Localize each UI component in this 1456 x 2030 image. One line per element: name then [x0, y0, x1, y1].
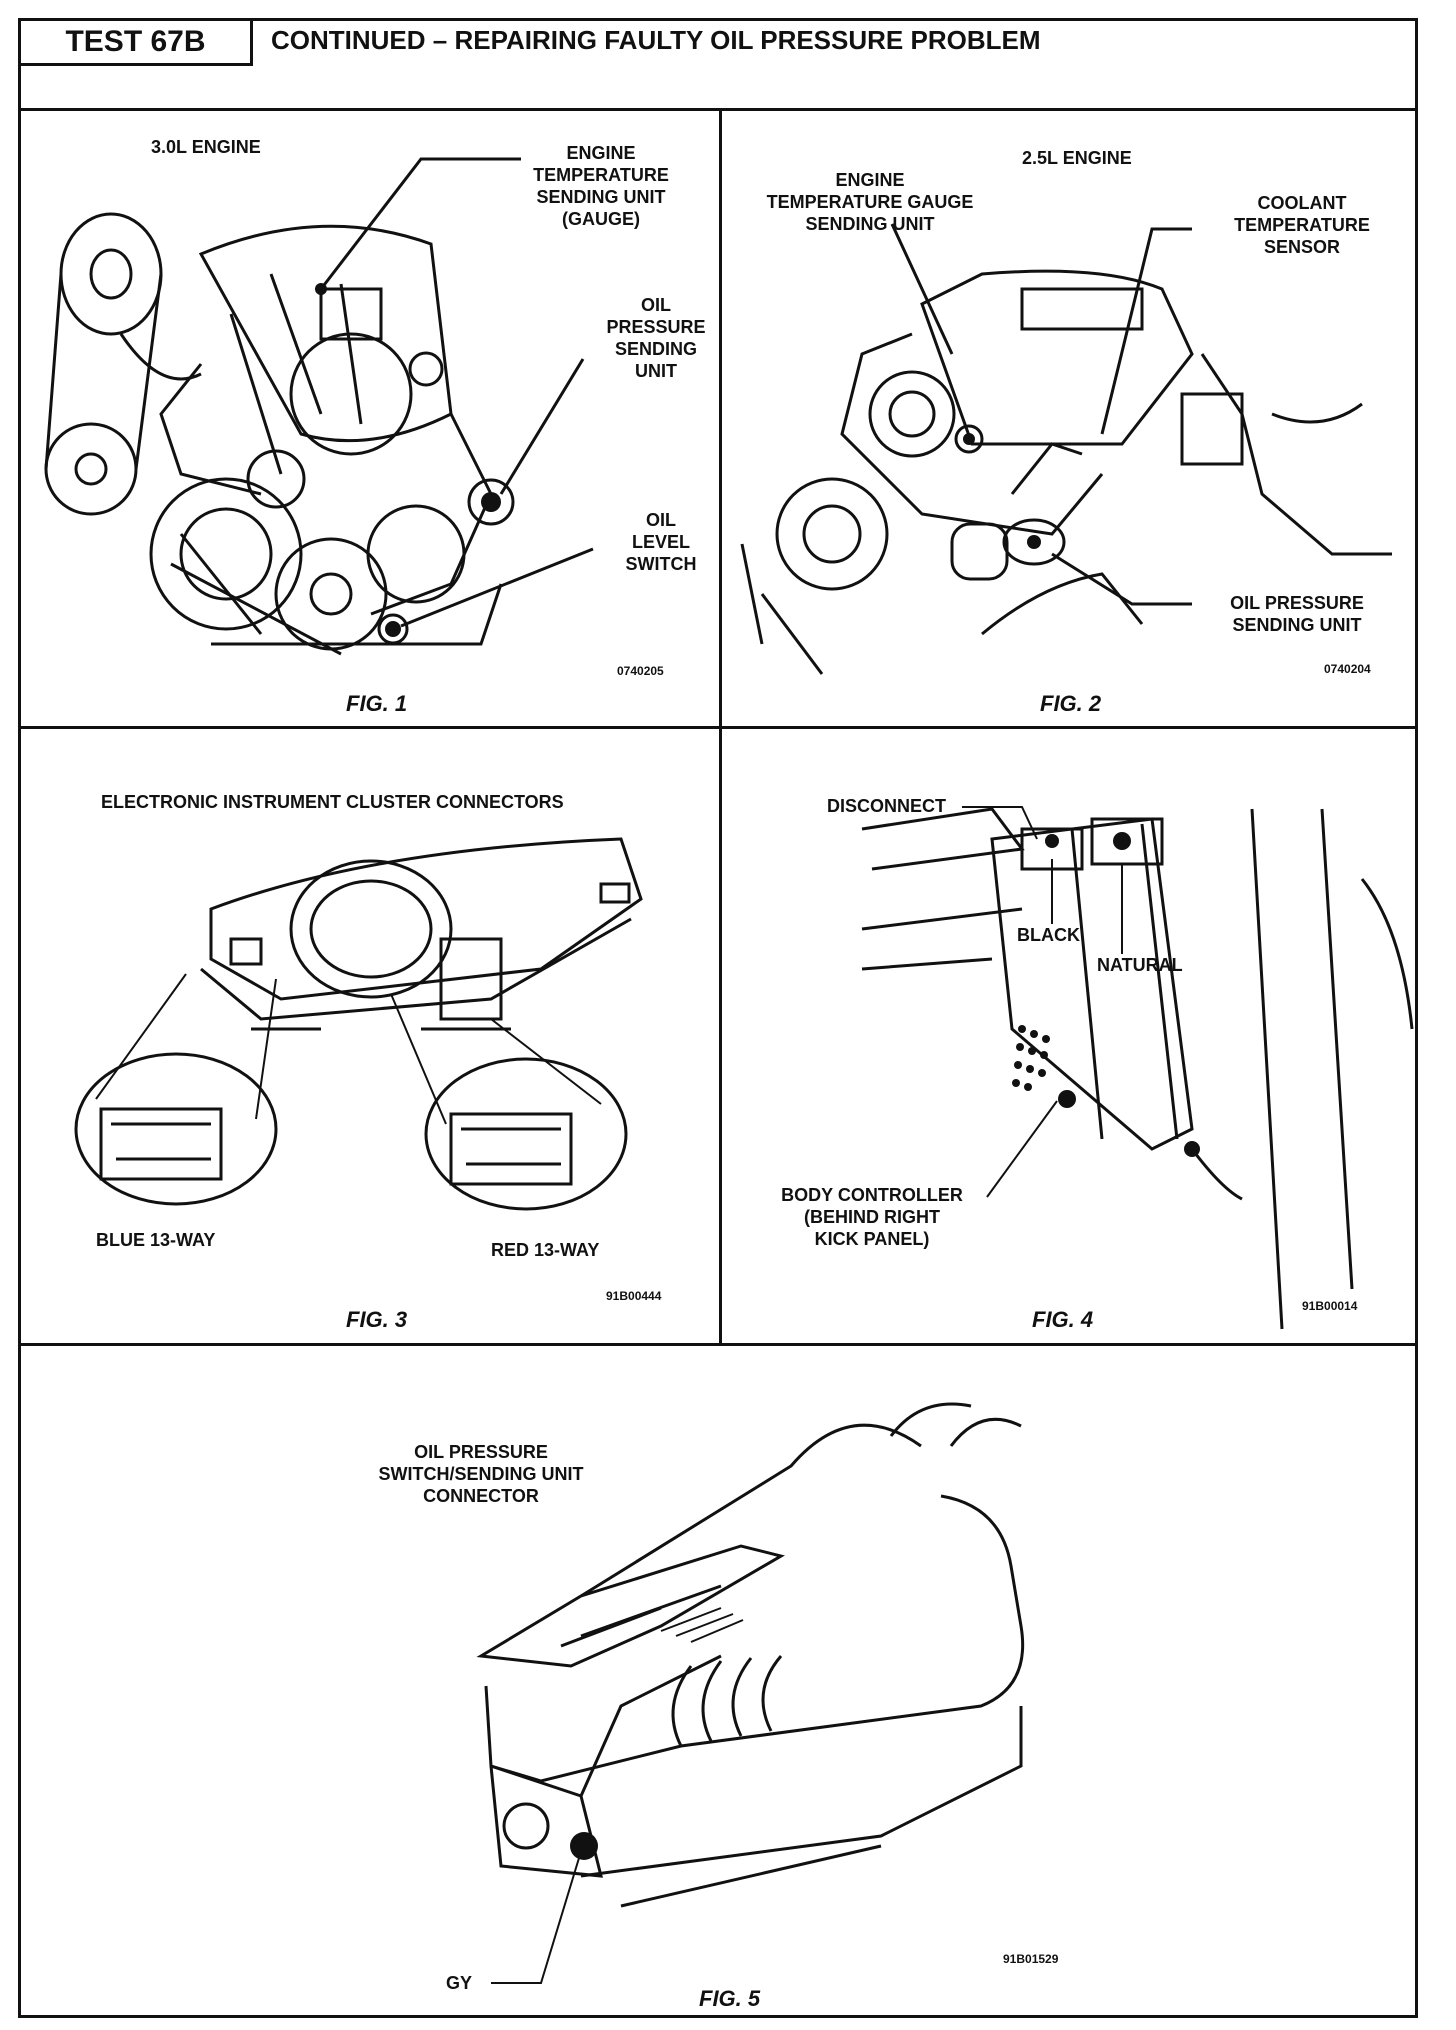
fig1-engine-label: 3.0L ENGINE — [151, 137, 261, 157]
fig1-oil-level-line2: LEVEL — [631, 532, 690, 552]
fig3-blue-connector-label: BLUE 13-WAY — [96, 1230, 216, 1250]
fig1-temp-sending-label: ENGINE TEMPERATURE SENDING UNIT (GAUGE) — [511, 142, 691, 230]
fig1-oil-level-label: OIL LEVEL SWITCH — [611, 509, 711, 575]
fig2-coolant-line1: COOLANT — [1257, 193, 1347, 213]
fig1-temp-sending-line4: (GAUGE) — [562, 209, 640, 229]
fig5-title-line1: OIL PRESSURE — [414, 1442, 548, 1462]
fig5-title-line2: SWITCH/SENDING UNIT — [378, 1464, 584, 1484]
fig1-oil-pressure-line3: SENDING — [614, 339, 697, 359]
fig4-panel: DISCONNECT BLACK NATURAL BODY CONTROLLER… — [722, 729, 1415, 1343]
fig1-temp-sending-line2: TEMPERATURE — [533, 165, 669, 185]
test-label: TEST 67B — [21, 21, 253, 66]
fig1-caption: FIG. 1 — [346, 691, 408, 716]
fig5-gy-label: GY — [446, 1973, 473, 1993]
fig2-temp-gauge-label: ENGINE TEMPERATURE GAUGE SENDING UNIT — [740, 169, 1000, 235]
fig2-temp-gauge-line2: TEMPERATURE GAUGE — [766, 192, 974, 212]
fig5-title: OIL PRESSURE SWITCH/SENDING UNIT CONNECT… — [351, 1441, 611, 1507]
fig5-caption: FIG. 5 — [699, 1986, 761, 2011]
fig2-engine-illustration — [740, 223, 1392, 675]
fig5-connector-illustration — [476, 1402, 1025, 1984]
fig1-oil-level-line1: OIL — [646, 510, 676, 530]
fig2-temp-gauge-line1: ENGINE — [835, 170, 905, 190]
fig3-caption: FIG. 3 — [346, 1307, 408, 1332]
fig3-panel: ELECTRONIC INSTRUMENT CLUSTER CONNECTORS — [21, 729, 719, 1343]
fig5-panel: OIL PRESSURE SWITCH/SENDING UNIT CONNECT… — [21, 1346, 1415, 2018]
fig1-panel: 3.0L ENGINE — [21, 114, 719, 726]
fig3-red-connector-label: RED 13-WAY — [491, 1240, 600, 1260]
fig1-oil-pressure-line2: PRESSURE — [606, 317, 706, 337]
fig3-code: 91B00444 — [606, 1289, 662, 1303]
fig2-engine-label: 2.5L ENGINE — [1022, 148, 1132, 168]
fig1-oil-pressure-line1: OIL — [641, 295, 671, 315]
fig5-code: 91B01529 — [1003, 1952, 1059, 1966]
page-frame: TEST 67B CONTINUED – REPAIRING FAULTY OI… — [18, 18, 1418, 2018]
fig2-panel: 2.5L ENGINE — [722, 114, 1415, 726]
fig2-oil-pressure-line1: OIL PRESSURE — [1230, 593, 1364, 613]
fig2-coolant-line3: SENSOR — [1263, 237, 1341, 257]
fig4-natural-label: NATURAL — [1097, 955, 1183, 975]
fig4-body-controller-line3: KICK PANEL) — [814, 1229, 930, 1249]
fig2-coolant-label: COOLANT TEMPERATURE SENSOR — [1202, 192, 1402, 258]
fig1-temp-sending-line1: ENGINE — [566, 143, 636, 163]
fig2-caption: FIG. 2 — [1040, 691, 1102, 716]
fig1-oil-pressure-line4: UNIT — [635, 361, 677, 381]
grid-divider-row1 — [21, 726, 1415, 729]
fig2-oil-pressure-label: OIL PRESSURE SENDING UNIT — [1197, 592, 1397, 636]
page-title: CONTINUED – REPAIRING FAULTY OIL PRESSUR… — [271, 25, 1041, 55]
fig4-body-controller-illustration — [861, 806, 1414, 1330]
fig3-dashboard-illustration — [74, 837, 643, 1211]
fig1-oil-pressure-label: OIL PRESSURE SENDING UNIT — [601, 294, 711, 382]
fig2-code: 0740204 — [1324, 662, 1371, 676]
fig1-engine-illustration — [44, 157, 594, 656]
fig1-code: 0740205 — [617, 664, 664, 678]
fig4-code: 91B00014 — [1302, 1299, 1358, 1313]
fig4-body-controller-line2: (BEHIND RIGHT — [804, 1207, 940, 1227]
fig2-oil-pressure-line2: SENDING UNIT — [1232, 615, 1362, 635]
fig1-temp-sending-line3: SENDING UNIT — [536, 187, 666, 207]
fig4-body-controller-line1: BODY CONTROLLER — [781, 1185, 963, 1205]
fig1-oil-level-line3: SWITCH — [625, 554, 697, 574]
fig5-title-line3: CONNECTOR — [423, 1486, 539, 1506]
fig2-coolant-line2: TEMPERATURE — [1234, 215, 1370, 235]
fig4-caption: FIG. 4 — [1032, 1307, 1094, 1332]
fig4-disconnect-label: DISCONNECT — [827, 796, 947, 816]
fig4-body-controller-label: BODY CONTROLLER (BEHIND RIGHT KICK PANEL… — [752, 1184, 992, 1250]
page-header: TEST 67B CONTINUED – REPAIRING FAULTY OI… — [21, 21, 1415, 111]
fig2-temp-gauge-line3: SENDING UNIT — [805, 214, 935, 234]
fig4-black-label: BLACK — [1017, 925, 1080, 945]
grid-divider-row2 — [21, 1343, 1415, 1346]
fig3-title: ELECTRONIC INSTRUMENT CLUSTER CONNECTORS — [101, 792, 564, 812]
